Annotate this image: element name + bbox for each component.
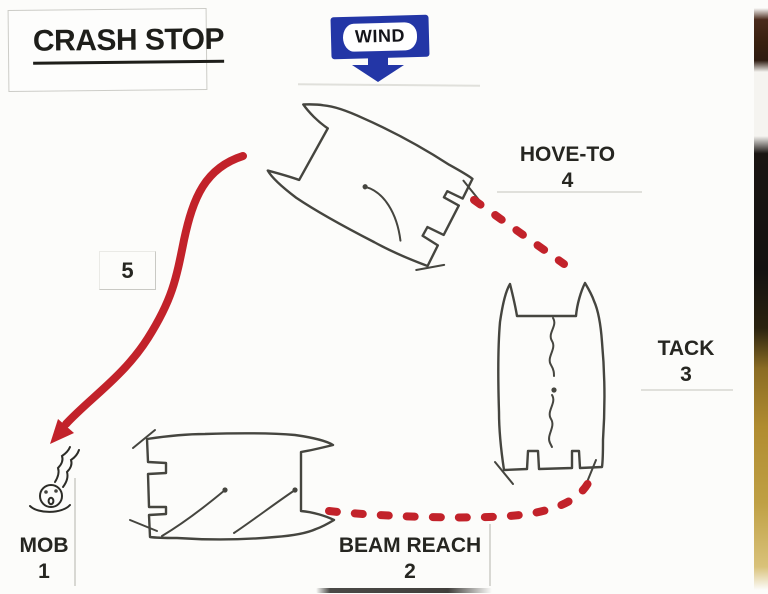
mob-box-edge-line (74, 478, 76, 586)
beam-reach-box-edge-line (489, 524, 491, 586)
tack-boat (494, 281, 606, 488)
mob-symbol (29, 446, 80, 513)
label-hove-to: HOVE-TO 4 (495, 142, 640, 194)
hove-to-number: 4 (561, 169, 574, 192)
page-bottom-shadow (316, 588, 492, 593)
mob-number: 1 (38, 560, 50, 583)
tack-text: TACK (657, 337, 715, 360)
beam-reach-number: 2 (404, 560, 416, 583)
label-return-leg: 5 (99, 251, 156, 290)
hove-to-route (470, 196, 568, 268)
hove-to-box-edge-line (497, 191, 642, 193)
hove-to-boat (266, 103, 483, 271)
beam-reach-boat (129, 429, 336, 541)
label-beam-reach: BEAM REACH 2 (330, 533, 490, 585)
mob-text: MOB (19, 534, 69, 557)
tack-number: 3 (680, 363, 692, 386)
wind-direction-arrow-icon (352, 56, 404, 82)
label-mob: MOB 1 (12, 533, 76, 585)
return-leg-number: 5 (121, 258, 134, 283)
hove-to-text: HOVE-TO (519, 143, 616, 166)
page-edge-strip (754, 8, 768, 590)
beam-reach-route (325, 473, 595, 522)
return-route (50, 152, 247, 444)
beam-reach-text: BEAM REACH (338, 534, 482, 557)
tack-box-edge-line (641, 389, 733, 391)
label-tack: TACK 3 (640, 336, 732, 388)
